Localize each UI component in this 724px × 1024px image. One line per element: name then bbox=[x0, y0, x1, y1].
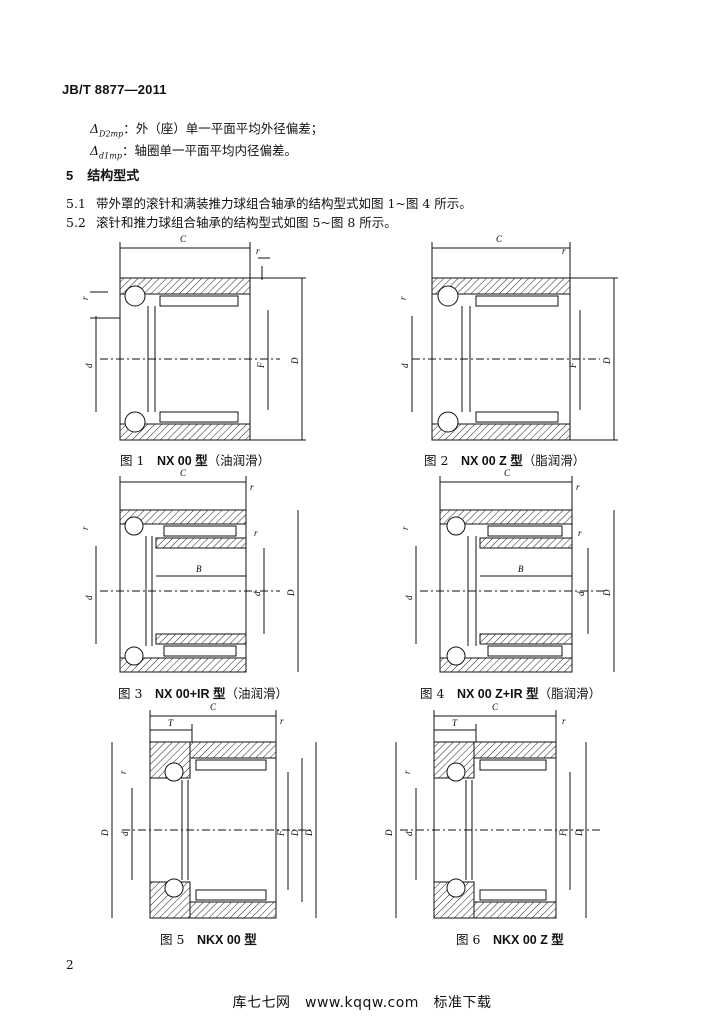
figure-1-caption: 图 1 NX 00 型（油润滑） bbox=[120, 450, 270, 469]
dim-label: r bbox=[578, 528, 582, 538]
dim-label: F bbox=[276, 830, 286, 837]
figure-number: 图 5 bbox=[160, 932, 185, 947]
figure-model: NX 00+IR 型 bbox=[154, 687, 226, 701]
dim-label: d bbox=[84, 363, 94, 368]
delta-subscript: d1mp bbox=[99, 151, 122, 161]
definition-d2mp: ΔD2mp：外（座）单一平面平均外径偏差； bbox=[90, 118, 323, 139]
figure-number: 图 4 bbox=[420, 686, 445, 701]
dim-label: T bbox=[168, 718, 174, 728]
figure-3-caption: 图 3 NX 00+IR 型（油润滑） bbox=[118, 683, 288, 702]
dim-label: D bbox=[100, 829, 110, 837]
dim-label: d bbox=[400, 363, 410, 368]
dim-label: D bbox=[602, 589, 612, 597]
definition-text: ：外（座）单一平面平均外径偏差； bbox=[123, 121, 324, 136]
figure-note: （油润滑） bbox=[207, 453, 271, 468]
delta-subscript: D2mp bbox=[99, 129, 124, 139]
figure-note: （脂润滑） bbox=[522, 453, 586, 468]
figure-number: 图 3 bbox=[118, 686, 143, 701]
figure-4-drawing: C r r B r d d D bbox=[400, 468, 615, 673]
dim-label: d bbox=[84, 595, 94, 600]
figure-model: NKX 00 型 bbox=[196, 933, 257, 947]
dim-label: C bbox=[492, 702, 499, 712]
figure-number: 图 2 bbox=[424, 453, 449, 468]
figure-note: （脂润滑） bbox=[538, 686, 602, 701]
page-number: 2 bbox=[66, 958, 74, 972]
dim-label: D bbox=[290, 829, 300, 837]
paragraph-text: 滚针和推力球组合轴承的结构型式如图 5~图 8 所示。 bbox=[96, 215, 397, 230]
dim-label: r bbox=[254, 528, 258, 538]
dim-label: B bbox=[518, 564, 524, 574]
section-heading: 5 结构型式 bbox=[66, 165, 139, 184]
figure-2-caption: 图 2 NX 00 Z 型（脂润滑） bbox=[424, 450, 585, 469]
dim-label: F bbox=[558, 830, 568, 837]
dim-label: C bbox=[504, 468, 511, 478]
definition-d1mp: Δd1mp：轴圈单一平面平均内径偏差。 bbox=[90, 140, 297, 161]
dim-label: C bbox=[496, 234, 503, 244]
dim-label: r bbox=[256, 246, 260, 256]
standard-code: JB/T 8877—2011 bbox=[62, 82, 167, 97]
delta-symbol: Δ bbox=[90, 121, 100, 136]
paragraph-text: 带外罩的滚针和满装推力球组合轴承的结构型式如图 1~图 4 所示。 bbox=[96, 196, 472, 211]
dim-label: r bbox=[562, 716, 566, 726]
dim-label: D bbox=[384, 829, 394, 837]
figure-2-drawing: C r r d F D bbox=[400, 234, 618, 441]
dim-label: d bbox=[252, 591, 262, 596]
paragraph-number: 5.1 bbox=[66, 196, 86, 211]
section-title: 结构型式 bbox=[87, 168, 140, 183]
dim-label: r bbox=[576, 482, 580, 492]
paragraph-number: 5.2 bbox=[66, 215, 86, 230]
paragraph-5-2: 5.2 滚针和推力球组合轴承的结构型式如图 5~图 8 所示。 bbox=[66, 212, 397, 231]
dim-label: d bbox=[576, 591, 586, 596]
figure-5-drawing: C T r r D d F D D bbox=[100, 702, 317, 919]
figure-6-caption: 图 6 NKX 00 Z 型 bbox=[456, 929, 564, 948]
section-number: 5 bbox=[66, 168, 74, 183]
dim-label: r bbox=[400, 526, 410, 530]
dim-label: T bbox=[452, 718, 458, 728]
dim-label: r bbox=[250, 482, 254, 492]
dim-label: D bbox=[286, 589, 296, 597]
figure-3-drawing: C r r B r d d D bbox=[80, 468, 299, 673]
dim-label: r bbox=[562, 246, 566, 256]
figure-4-caption: 图 4 NX 00 Z+IR 型（脂润滑） bbox=[420, 683, 601, 702]
dim-label: F bbox=[568, 362, 578, 369]
dim-label: r bbox=[280, 716, 284, 726]
dim-label: B bbox=[196, 564, 202, 574]
dim-label: r bbox=[118, 770, 128, 774]
figure-model: NX 00 Z 型 bbox=[460, 454, 523, 468]
dim-label: C bbox=[210, 702, 217, 712]
dim-label: D bbox=[290, 357, 300, 365]
dim-label: D bbox=[304, 829, 314, 837]
figure-1-drawing: C r r d F D bbox=[80, 234, 306, 441]
figure-model: NX 00 Z+IR 型 bbox=[456, 687, 539, 701]
dim-label: d bbox=[404, 831, 414, 836]
dim-label: C bbox=[180, 234, 187, 244]
definition-text: ：轴圈单一平面平均内径偏差。 bbox=[121, 143, 297, 158]
figure-number: 图 6 bbox=[456, 932, 481, 947]
figure-5-caption: 图 5 NKX 00 型 bbox=[160, 929, 257, 948]
dim-label: C bbox=[180, 468, 187, 478]
dim-label: D bbox=[574, 829, 584, 837]
dim-label: d bbox=[404, 595, 414, 600]
figure-model: NKX 00 Z 型 bbox=[492, 933, 564, 947]
dim-label: D bbox=[602, 357, 612, 365]
dim-label: d bbox=[120, 831, 130, 836]
figure-number: 图 1 bbox=[120, 453, 145, 468]
dim-label: r bbox=[80, 296, 90, 300]
footer-watermark: 库七七网 www.kqqw.com 标准下载 bbox=[232, 995, 492, 1011]
dim-label: r bbox=[80, 526, 90, 530]
dim-label: r bbox=[402, 770, 412, 774]
figure-note: （油润滑） bbox=[225, 686, 288, 701]
delta-symbol: Δ bbox=[90, 143, 100, 158]
dim-label: r bbox=[400, 296, 408, 300]
figure-model: NX 00 型 bbox=[156, 454, 208, 468]
paragraph-5-1: 5.1 带外罩的滚针和满装推力球组合轴承的结构型式如图 1~图 4 所示。 bbox=[66, 193, 472, 212]
dim-label: F bbox=[256, 362, 266, 369]
figure-6-drawing: C T r r D d F D bbox=[384, 702, 600, 919]
